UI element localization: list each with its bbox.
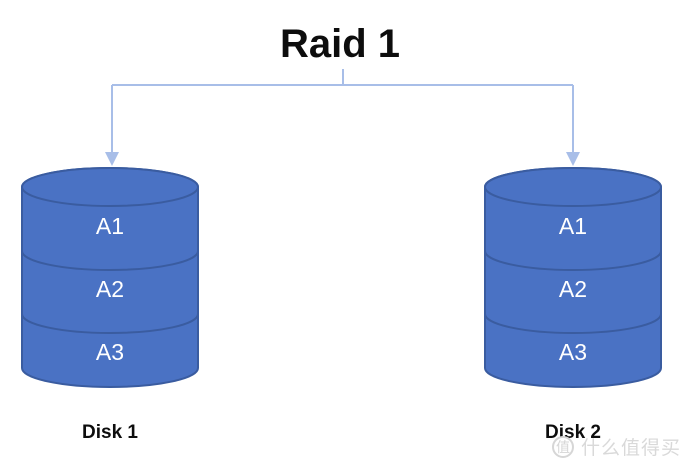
arrowhead-right-icon xyxy=(566,152,580,166)
disk-1-divider-1 xyxy=(21,250,199,271)
disk-2-divider-2 xyxy=(484,313,662,334)
watermark-text: 什么值得买 xyxy=(581,437,680,459)
diagram-title: Raid 1 xyxy=(280,22,400,66)
disk-2[interactable]: A1 A2 A3 Disk 2 xyxy=(484,167,662,443)
disk-1-divider-2 xyxy=(21,313,199,334)
disk-2-segment-label-a1: A1 xyxy=(559,213,587,239)
disk-2-segment-label-a3: A3 xyxy=(559,339,587,365)
watermark-logo-glyph: 值 xyxy=(556,440,570,456)
disk-1-segment-label-a3: A3 xyxy=(96,339,124,365)
arrowhead-left-icon xyxy=(105,152,119,166)
disk-2-segment-label-a2: A2 xyxy=(559,276,587,302)
connector-tree xyxy=(105,69,580,166)
disk-2-top-rim xyxy=(484,167,662,207)
watermark-logo-ring-icon xyxy=(552,436,574,458)
disk-1-segment-label-a1: A1 xyxy=(96,213,124,239)
disk-1-top-rim xyxy=(21,167,199,207)
disk-2-divider-1 xyxy=(484,250,662,271)
disk-1-caption: Disk 1 xyxy=(82,422,138,443)
disk-1[interactable]: A1 A2 A3 Disk 1 xyxy=(21,167,199,443)
disk-1-segment-label-a2: A2 xyxy=(96,276,124,302)
watermark: 值 什么值得买 xyxy=(552,436,680,459)
